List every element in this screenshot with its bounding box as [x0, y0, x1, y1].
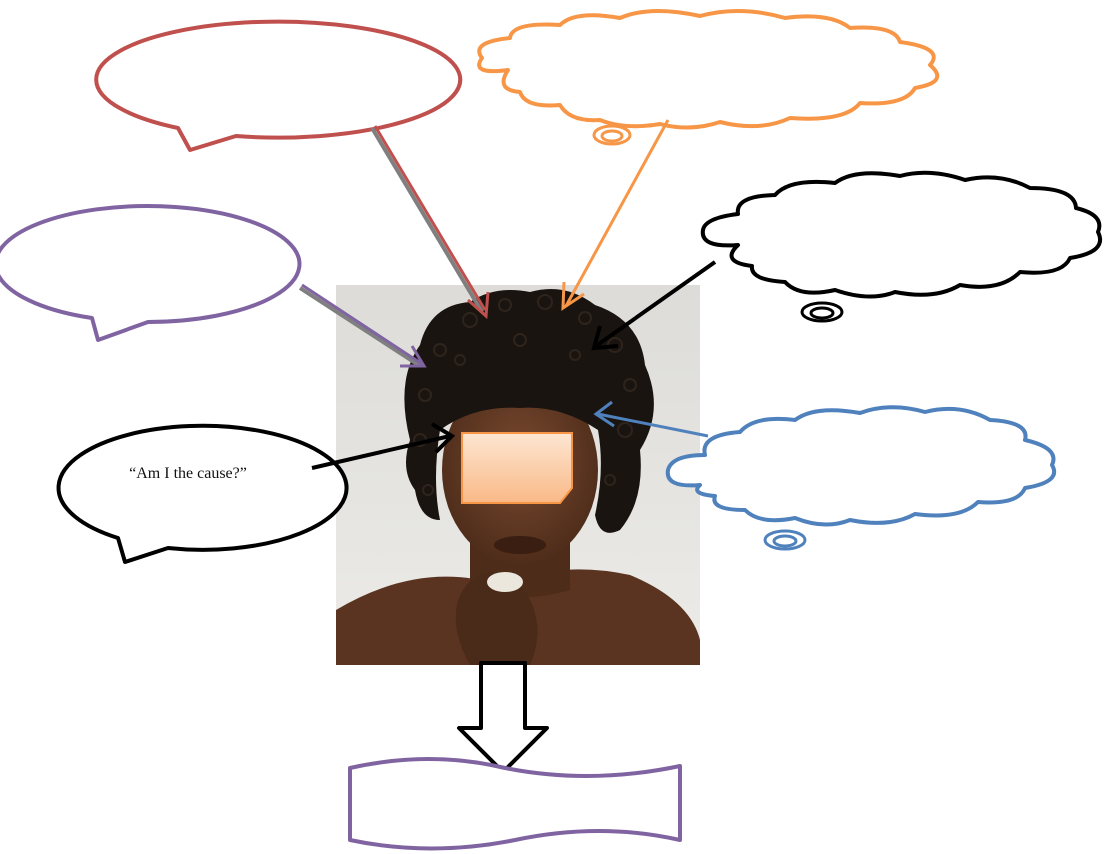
orange-thought-swirl	[592, 124, 632, 146]
black-arrow-right	[591, 260, 717, 351]
blue-thought-bubble	[665, 405, 1057, 527]
purple-arrow	[298, 283, 427, 368]
result-wave-box	[348, 757, 682, 851]
orange-arrow	[561, 119, 670, 311]
black-thought-swirl	[800, 301, 844, 323]
blue-thought-swirl	[763, 529, 807, 551]
purple-speech-bubble	[0, 204, 302, 342]
face-cover-box	[461, 432, 573, 504]
orange-thought-bubble	[477, 9, 940, 130]
down-block-arrow	[457, 661, 549, 774]
black-speech-bubble	[56, 423, 349, 564]
red-speech-bubble	[94, 19, 463, 152]
black-thought-bubble	[700, 170, 1102, 299]
black-speech-bubble-text: “Am I the cause?”	[129, 465, 247, 482]
red-arrow	[370, 125, 490, 320]
black-arrow-left	[311, 422, 456, 470]
blue-arrow	[593, 400, 709, 438]
